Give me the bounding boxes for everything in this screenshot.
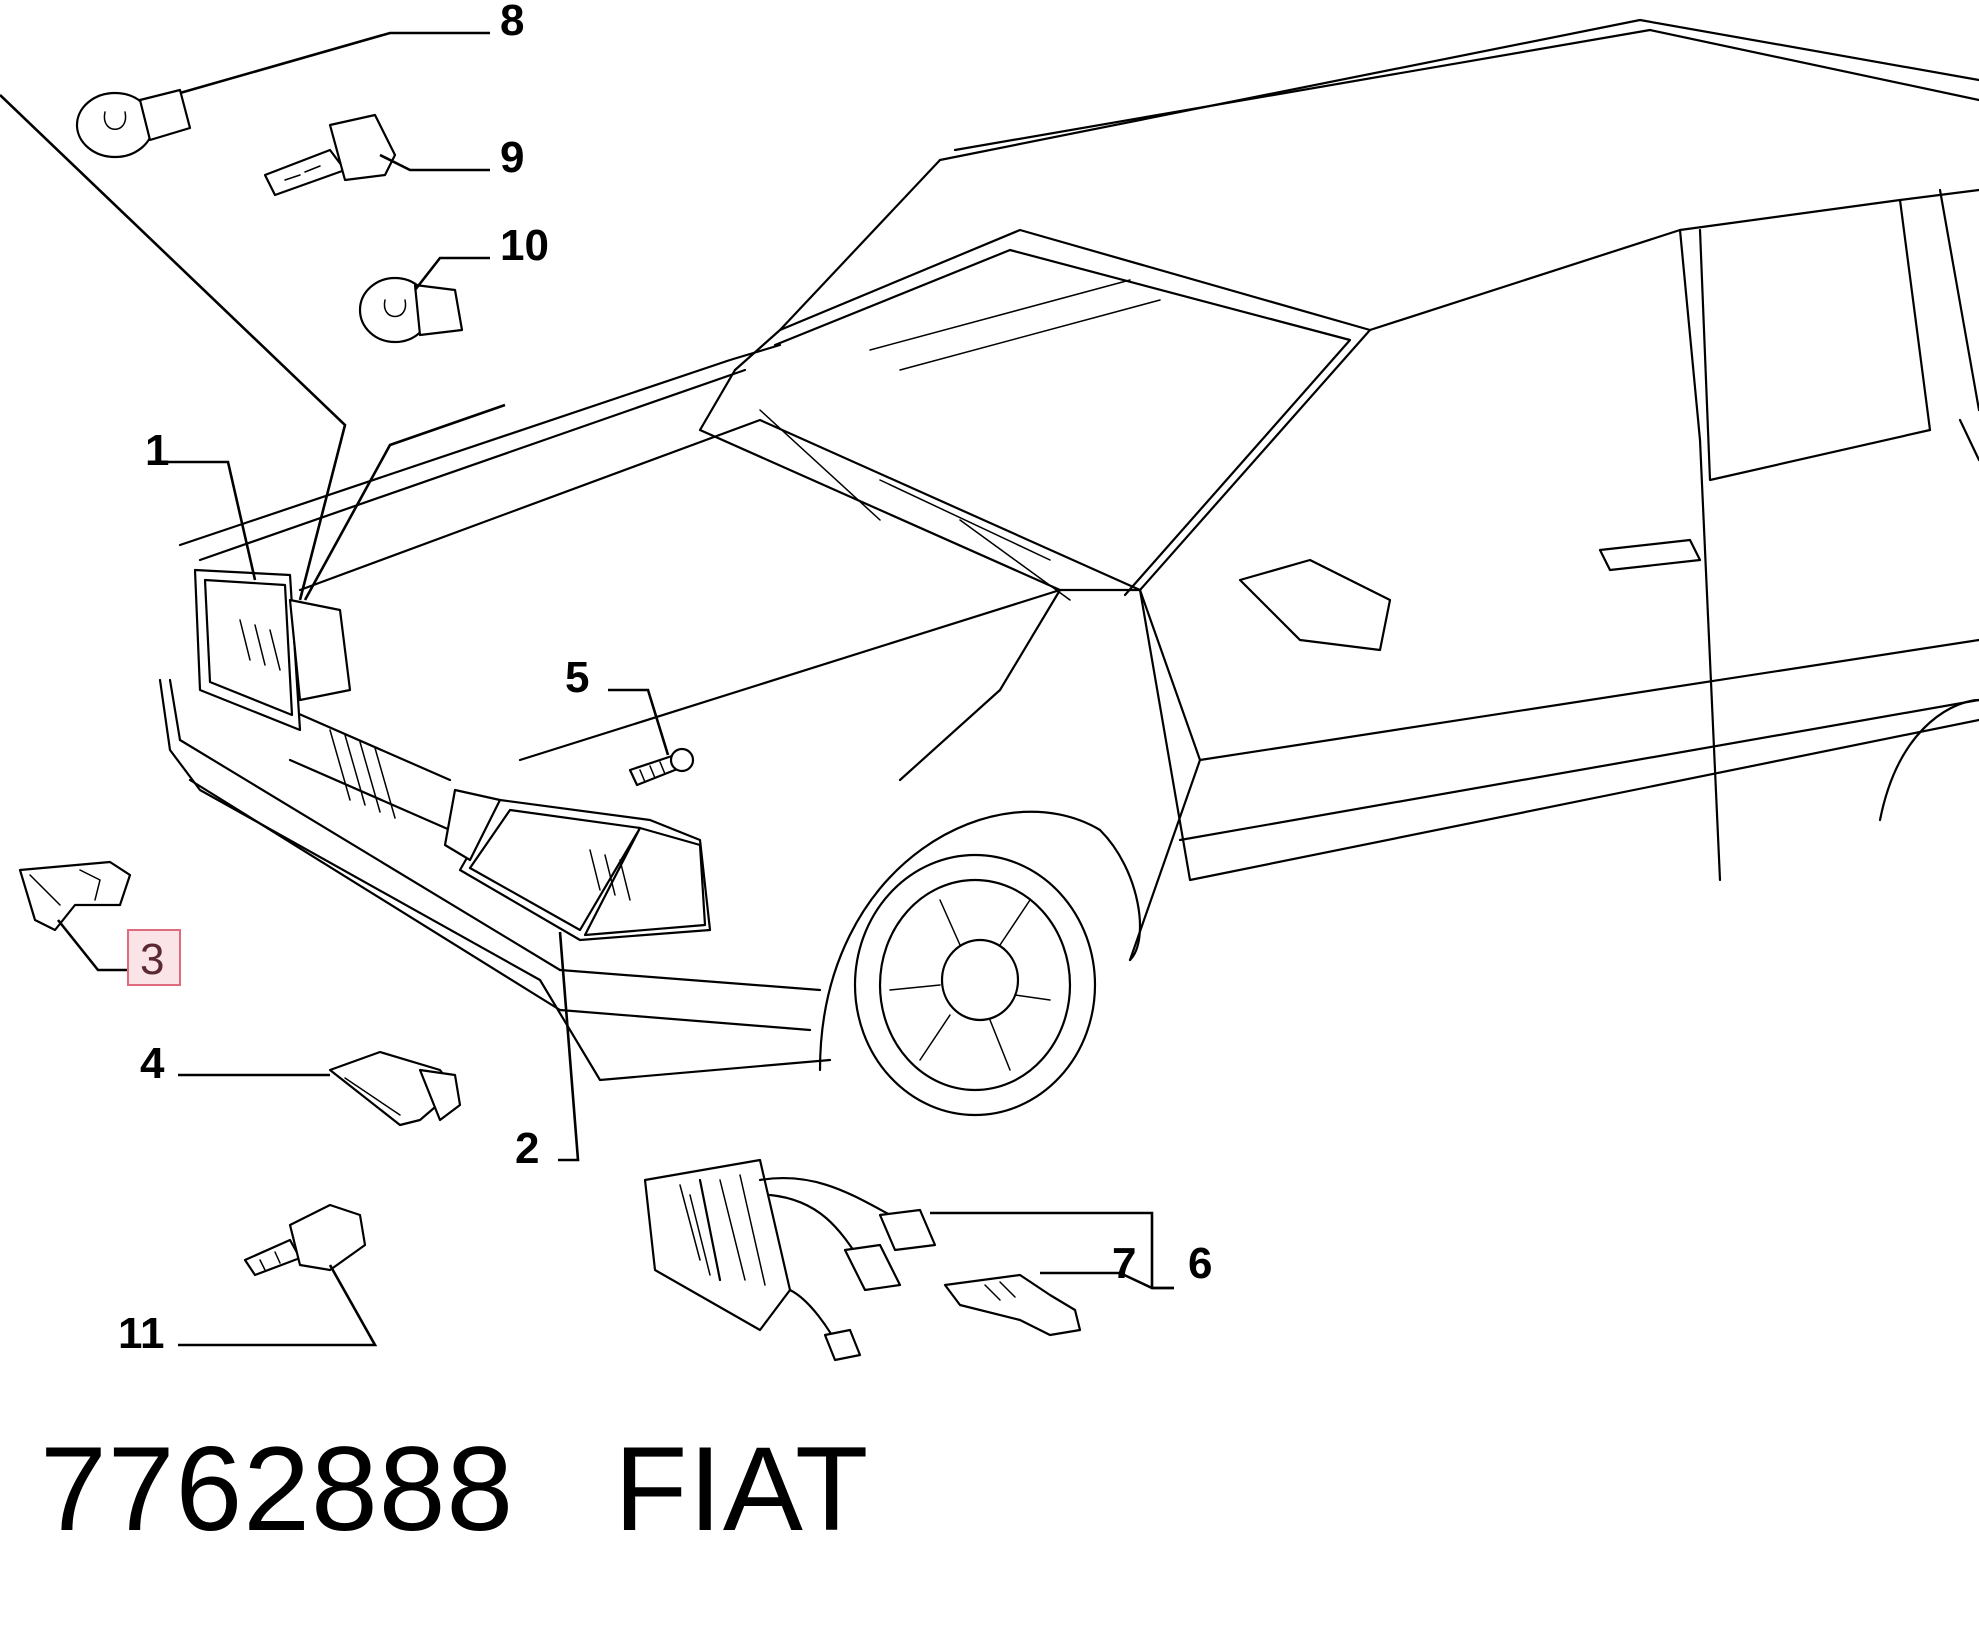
part-caption: 7762888 FIAT xyxy=(40,1420,869,1558)
brand-name: FIAT xyxy=(614,1422,870,1556)
callout-7: 7 xyxy=(1112,1239,1136,1288)
bulb-part-8 xyxy=(75,88,192,159)
leader-lines xyxy=(0,31,1174,1347)
callout-4: 4 xyxy=(140,1039,165,1088)
callout-6: 6 xyxy=(1188,1239,1212,1288)
lamp-bracket-part-4 xyxy=(328,1050,462,1127)
wiring-harness-part-6 xyxy=(643,1158,937,1362)
callout-11: 11 xyxy=(118,1309,165,1358)
bulb-part-10 xyxy=(358,276,464,344)
side-marker-lamp-part-3 xyxy=(18,860,132,932)
headlamp-left-part-1 xyxy=(193,568,352,732)
highlight-box xyxy=(127,929,181,986)
bulb-part-11 xyxy=(243,1203,367,1277)
callout-9: 9 xyxy=(500,133,524,182)
callout-2: 2 xyxy=(515,1124,539,1173)
callout-5: 5 xyxy=(565,653,589,702)
screw-part-5 xyxy=(628,747,695,787)
connector-part-7 xyxy=(943,1273,1082,1337)
callout-8: 8 xyxy=(500,0,524,45)
callout-10: 10 xyxy=(500,221,549,270)
callout-labels: 8 9 10 1 5 2 4 11 7 6 3 xyxy=(118,0,1212,1358)
part-number: 7762888 xyxy=(40,1422,515,1556)
car-body-drawing xyxy=(158,18,1979,1117)
callout-1: 1 xyxy=(145,426,169,475)
bulb-part-9 xyxy=(263,113,397,197)
headlamp-right-part-2 xyxy=(443,788,712,942)
callout-3: 3 xyxy=(140,935,164,984)
